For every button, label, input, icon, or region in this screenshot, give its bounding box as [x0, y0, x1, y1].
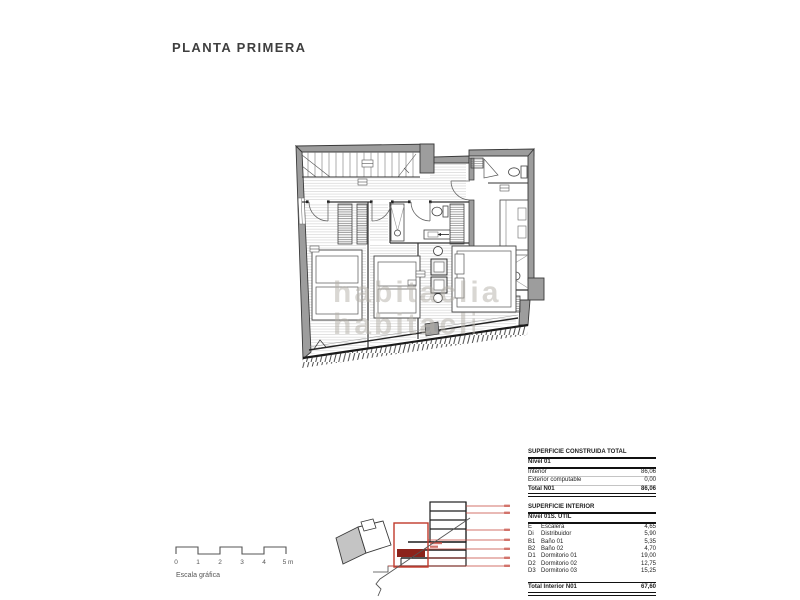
table-title: SUPERFICIE CONSTRUIDA TOTAL — [528, 449, 627, 455]
footprint-sketch — [335, 518, 392, 565]
scale-bar-shape — [175, 546, 287, 555]
terrain-line — [375, 517, 471, 597]
bath2-fixtures — [474, 165, 529, 289]
table-column-headers: Nivel 01 S. ÚTIL — [528, 514, 572, 521]
scale-tick-labels: 0 1 2 3 4 5 m — [174, 559, 293, 566]
fixture-symbols — [309, 159, 510, 286]
svg-text:1: 1 — [196, 559, 200, 566]
window — [297, 197, 306, 225]
door-jambs — [306, 200, 432, 204]
table-title: SUPERFICIE INTERIOR — [528, 504, 595, 510]
scale-bar: 0 1 2 3 4 5 m Escala gráfica — [174, 546, 293, 579]
bed-d2 — [373, 255, 421, 319]
bath1-fixtures — [390, 203, 451, 242]
svg-text:2: 2 — [218, 559, 222, 566]
section-key-diagram — [335, 501, 510, 597]
level-labels — [430, 504, 510, 567]
table-superficie-construida: SUPERFICIE CONSTRUIDA TOTAL Nivel 01 Int… — [528, 449, 656, 498]
level-leader-lines — [388, 505, 504, 567]
table-level-header: Nivel 01 — [528, 459, 551, 466]
table-total-row: Total N01 86,06 — [528, 485, 656, 492]
page-title: PLANTA PRIMERA — [172, 40, 307, 55]
floor-plan-drawing — [294, 143, 545, 368]
table-total-row: Total Interior N01 67,60 — [528, 583, 656, 590]
svg-text:5 m: 5 m — [283, 559, 294, 566]
bed-d1 — [430, 245, 517, 313]
staircase — [301, 152, 420, 178]
svg-text:0: 0 — [174, 559, 178, 566]
svg-text:3: 3 — [240, 559, 244, 566]
wardrobes — [337, 157, 521, 313]
scale-bar-label: Escala gráfica — [176, 572, 220, 579]
svg-text:4: 4 — [262, 559, 266, 566]
terrace-edge — [302, 314, 529, 368]
bed-d3 — [311, 249, 363, 321]
door-swings — [308, 158, 499, 222]
level-highlight — [393, 522, 429, 568]
